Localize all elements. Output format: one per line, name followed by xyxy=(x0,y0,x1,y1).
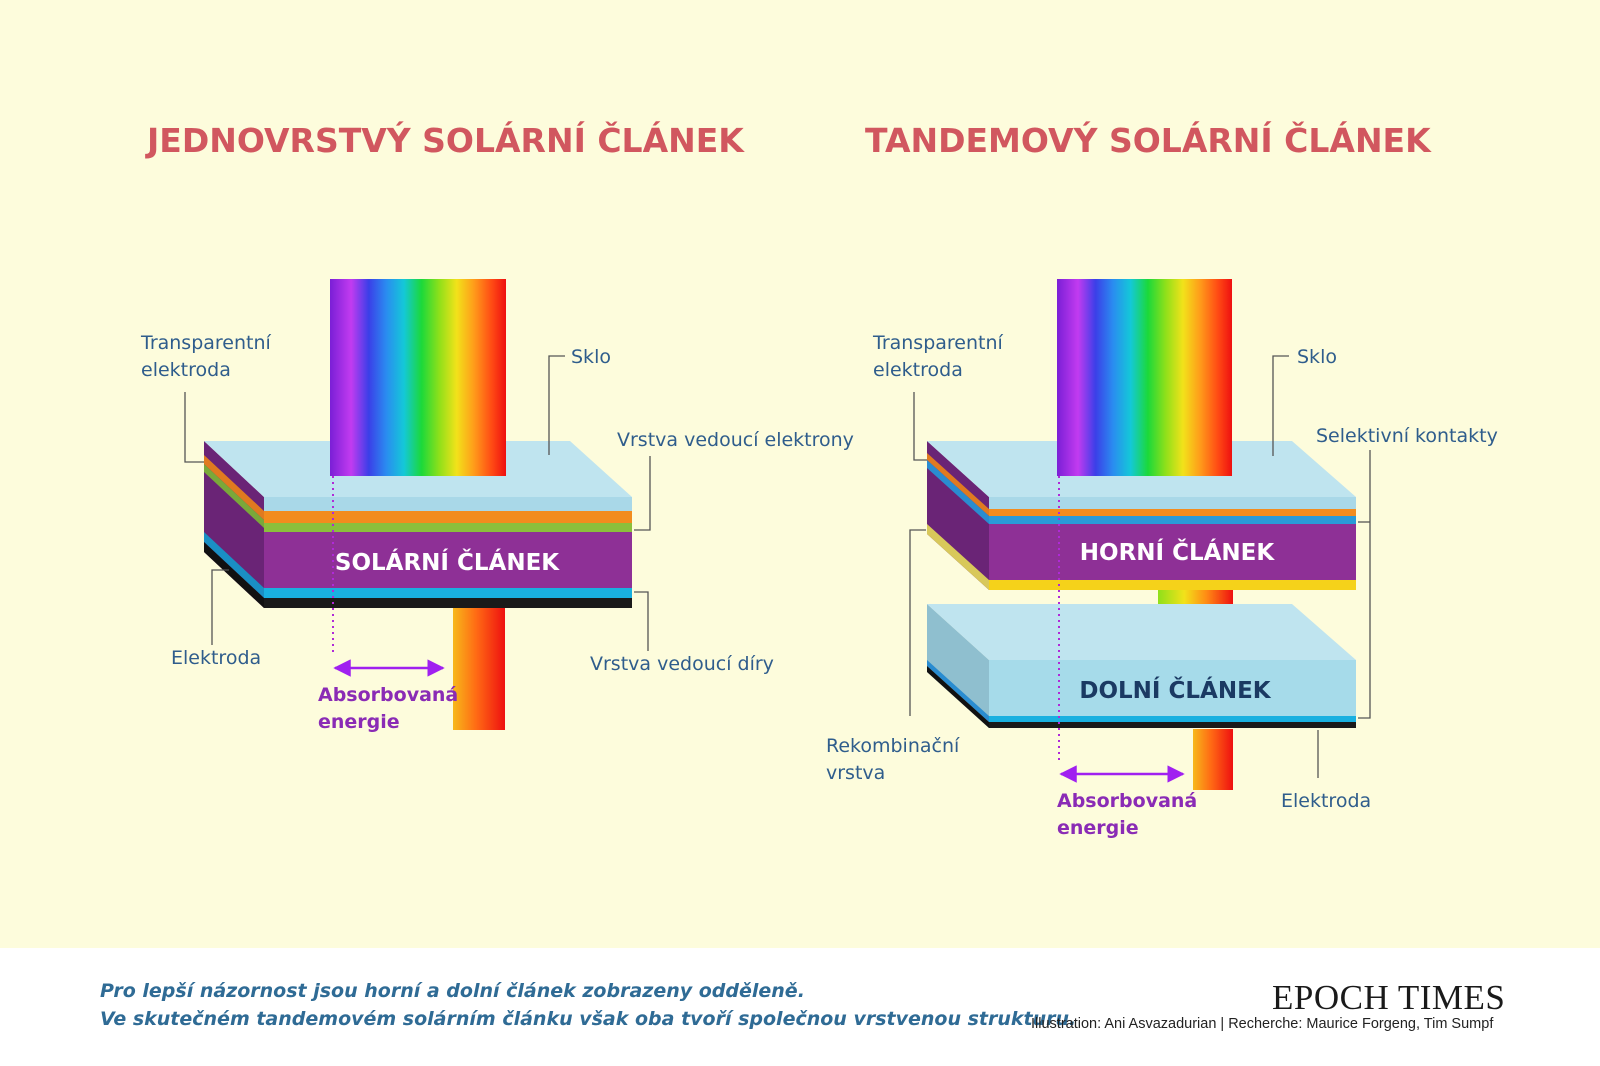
right-recombination-layer xyxy=(989,580,1356,590)
footer: Pro lepší názornost jsou horní a dolní č… xyxy=(0,948,1600,1066)
single-cell-diagram: SOLÁRNÍ ČLÁNEK Absorbovaná energie Trans… xyxy=(140,279,854,733)
right-top-cell xyxy=(989,524,1356,580)
left-absorbed-2: energie xyxy=(318,711,400,733)
left-incoming-beam xyxy=(330,279,506,476)
left-hole-layer-label: Vrstva vedoucí díry xyxy=(590,653,774,675)
left-cell-label: SOLÁRNÍ ČLÁNEK xyxy=(335,548,560,576)
left-electron-layer xyxy=(264,523,632,532)
left-hole-layer xyxy=(264,588,632,598)
left-transparent-2: elektroda xyxy=(141,359,231,381)
right-electrode-label: Elektroda xyxy=(1281,790,1371,812)
left-solar-cell xyxy=(264,532,632,588)
diagram-svg: JEDNOVRSTVÝ SOLÁRNÍ ČLÁNEK TANDEMOVÝ SOL… xyxy=(140,120,1498,839)
left-electron-layer-label: Vrstva vedoucí elektrony xyxy=(617,429,854,451)
right-exit-beam xyxy=(1193,729,1233,790)
left-glass-front xyxy=(264,497,632,511)
right-electrode-layer xyxy=(989,509,1356,516)
left-exit-beam xyxy=(453,607,505,730)
right-bottom-electrode xyxy=(989,722,1356,728)
right-recomb-2: vrstva xyxy=(826,762,885,784)
right-selective-bottom xyxy=(989,716,1356,722)
left-absorbed-1: Absorbovaná xyxy=(318,684,458,706)
brand-logo: EPOCH TIMES xyxy=(1272,978,1506,1017)
right-recomb-1: Rekombinační xyxy=(826,735,960,757)
right-transparent-1: Transparentní xyxy=(872,332,1004,354)
left-electrode-label: Elektroda xyxy=(171,647,261,669)
right-bottom-side-face xyxy=(927,604,989,728)
right-bottom-top xyxy=(927,604,1356,660)
right-transparent-2: elektroda xyxy=(873,359,963,381)
left-bottom-electrode xyxy=(264,598,632,608)
left-glass-label: Sklo xyxy=(571,346,611,368)
right-absorbed-2: energie xyxy=(1057,817,1139,839)
left-title: JEDNOVRSTVÝ SOLÁRNÍ ČLÁNEK xyxy=(145,120,745,160)
credits: Illustration: Ani Asvazadurian | Recherc… xyxy=(1031,1016,1494,1032)
right-selective-top xyxy=(989,516,1356,524)
right-title: TANDEMOVÝ SOLÁRNÍ ČLÁNEK xyxy=(865,120,1432,160)
left-electrode-layer xyxy=(264,511,632,523)
tandem-cell-diagram: HORNÍ ČLÁNEK DOLNÍ ČLÁNEK Absorbovaná en… xyxy=(826,279,1498,839)
right-absorbed-1: Absorbovaná xyxy=(1057,790,1197,812)
left-transparent-1: Transparentní xyxy=(140,332,272,354)
right-bottom-cell xyxy=(989,660,1356,716)
right-bottom-cell-label: DOLNÍ ČLÁNEK xyxy=(1079,676,1271,704)
right-glass-label: Sklo xyxy=(1297,346,1337,368)
right-selective-label: Selektivní kontakty xyxy=(1316,425,1498,447)
right-incoming-beam xyxy=(1057,279,1232,476)
footer-note-1: Pro lepší názornost jsou horní a dolní č… xyxy=(100,980,805,1002)
right-top-cell-label: HORNÍ ČLÁNEK xyxy=(1080,538,1276,566)
footer-note-2: Ve skutečném tandemovém solárním článku … xyxy=(100,1008,1077,1030)
